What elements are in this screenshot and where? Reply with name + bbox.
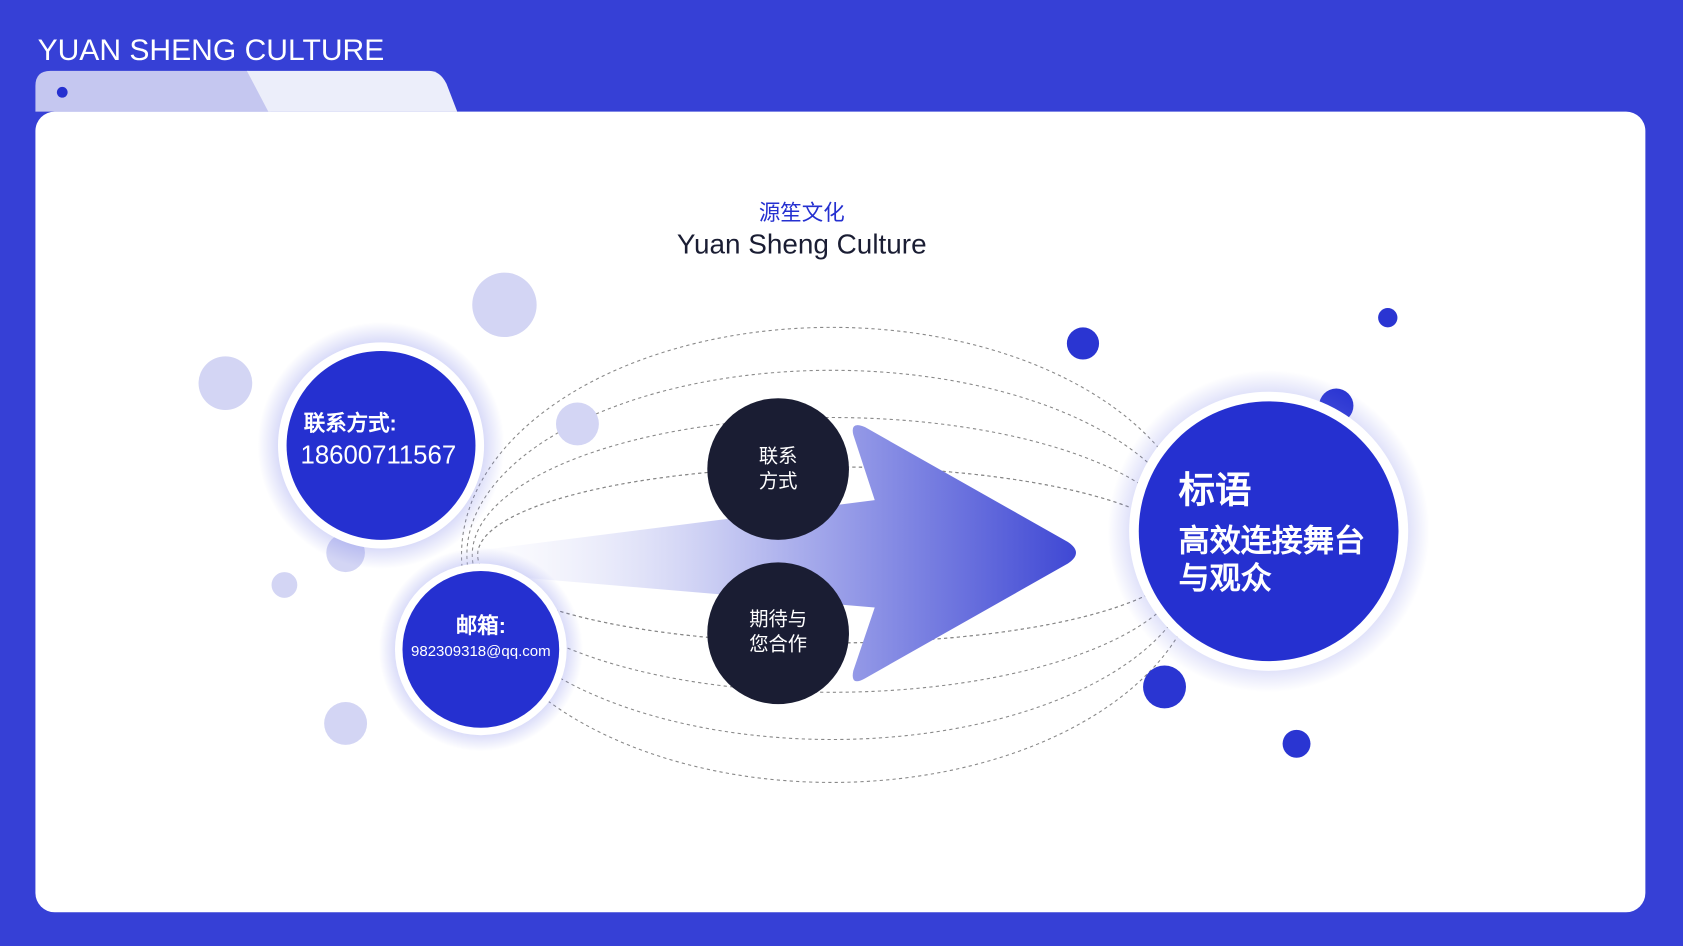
center-bottom-circle (707, 562, 849, 705)
slogan-line2: 与观众 (1178, 561, 1271, 596)
email-label: 邮箱: (456, 613, 506, 638)
phone-circle (286, 350, 476, 540)
slogan-line1: 高效连接舞台 (1178, 524, 1365, 559)
center-bottom-line2: 您合作 (749, 633, 807, 655)
title-cn: 源笙文化 (759, 201, 845, 225)
center-top-circle (707, 398, 849, 540)
phone-value: 18600711567 (301, 442, 457, 470)
arrow-shape (418, 425, 1076, 682)
slogan-label: 标语 (1178, 469, 1251, 510)
folder-tab-back (35, 70, 271, 112)
title-en: Yuan Sheng Culture (677, 228, 927, 259)
email-value: 982309318@qq.com (411, 643, 551, 660)
email-circle (402, 570, 560, 728)
center-top-line1: 联系 (759, 446, 798, 468)
slogan-circle (1138, 401, 1399, 662)
center-top-line2: 方式 (759, 470, 798, 492)
folder-tab-front (246, 70, 458, 112)
tab-dot (56, 86, 68, 98)
decor-light-circles (198, 272, 599, 745)
phone-label: 联系方式: (304, 410, 397, 435)
center-bottom-line1: 期待与 (749, 609, 807, 631)
header-title: YUAN SHENG CULTURE (38, 34, 385, 67)
